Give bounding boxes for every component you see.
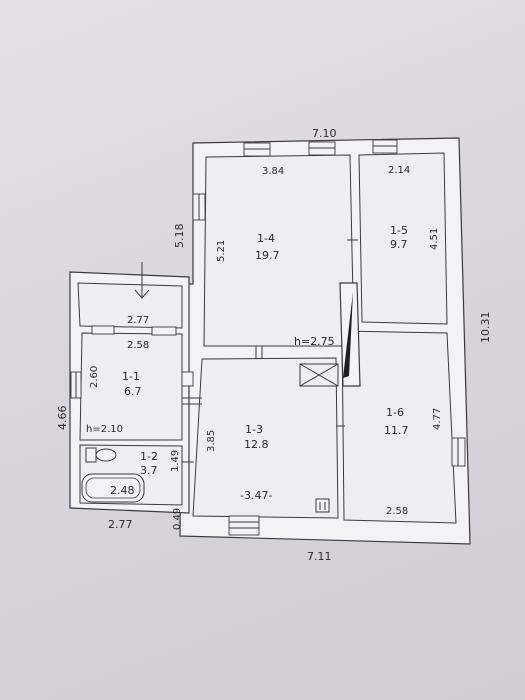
room-1-1-width: 2.58	[127, 340, 149, 351]
entry-arrow-head	[134, 289, 150, 299]
room-1-4-length: 5.21	[216, 240, 227, 262]
meter-icon	[315, 498, 330, 513]
room-1-6-area: 11.7	[384, 424, 409, 437]
room-1-3-length: 3.85	[206, 430, 217, 452]
dim-annex-short: 1.49	[170, 450, 181, 472]
room-1-1-height: h=2.10	[86, 424, 123, 435]
room-1-4-width: 3.84	[262, 166, 284, 177]
room-1-3-level: -3.47-	[240, 489, 272, 502]
room-1-2-id: 1-2	[140, 450, 158, 463]
room-1-6-width: 2.58	[386, 506, 408, 517]
windows	[70, 139, 466, 536]
window-veranda-left	[91, 325, 115, 335]
room-1-1-id: 1-1	[122, 370, 140, 383]
room-1-5-width: 2.14	[388, 165, 410, 176]
main-house-walls	[179, 137, 471, 545]
room-1-5-length: 4.51	[429, 228, 440, 250]
room-1-4-id: 1-4	[257, 232, 275, 245]
dim-annex-gap: 0.49	[172, 508, 183, 530]
window-veranda-right	[151, 326, 177, 336]
dim-top-width: 7.10	[312, 127, 337, 140]
room-1-6-floor	[341, 330, 457, 524]
stove-arrow	[343, 292, 353, 378]
dim-annex-bottom: 2.77	[108, 518, 133, 531]
veranda-floor	[77, 282, 183, 329]
room-1-6-id: 1-6	[386, 406, 404, 419]
room-1-1-length: 2.60	[89, 366, 100, 388]
bathtub-size: 2.48	[110, 484, 135, 497]
main-height: h=2.75	[294, 335, 335, 348]
dim-left-length: 5.18	[173, 224, 186, 249]
dim-bottom-width: 7.11	[307, 550, 332, 563]
room-1-5-floor	[358, 152, 448, 325]
dimension-labels: 7.10 7.11 10.31 5.18 4.66 2.77 0.49 1.49…	[56, 127, 492, 563]
room-1-1-area: 6.7	[124, 385, 142, 398]
room-1-3-floor	[192, 357, 339, 519]
room-1-5-area: 9.7	[390, 238, 408, 251]
dim-right-length: 10.31	[479, 312, 492, 344]
window-1-3-bottom	[228, 515, 260, 536]
room-1-1-floor	[79, 332, 183, 441]
dim-annex-left: 4.66	[56, 406, 69, 431]
room-1-1-outer-width: 2.77	[127, 315, 149, 326]
annex-walls	[69, 262, 190, 514]
room-1-5-id: 1-5	[390, 224, 408, 237]
room-1-3-id: 1-3	[245, 423, 263, 436]
window-annex-right	[181, 371, 194, 387]
doors	[182, 239, 358, 463]
room-1-3-area: 12.8	[244, 438, 269, 451]
room-1-2-area: 3.7	[140, 464, 158, 477]
room-1-6-length: 4.77	[432, 408, 443, 430]
toilet-icon	[85, 447, 117, 463]
bathtub-icon	[81, 473, 145, 503]
room-1-4-area: 19.7	[255, 249, 280, 262]
